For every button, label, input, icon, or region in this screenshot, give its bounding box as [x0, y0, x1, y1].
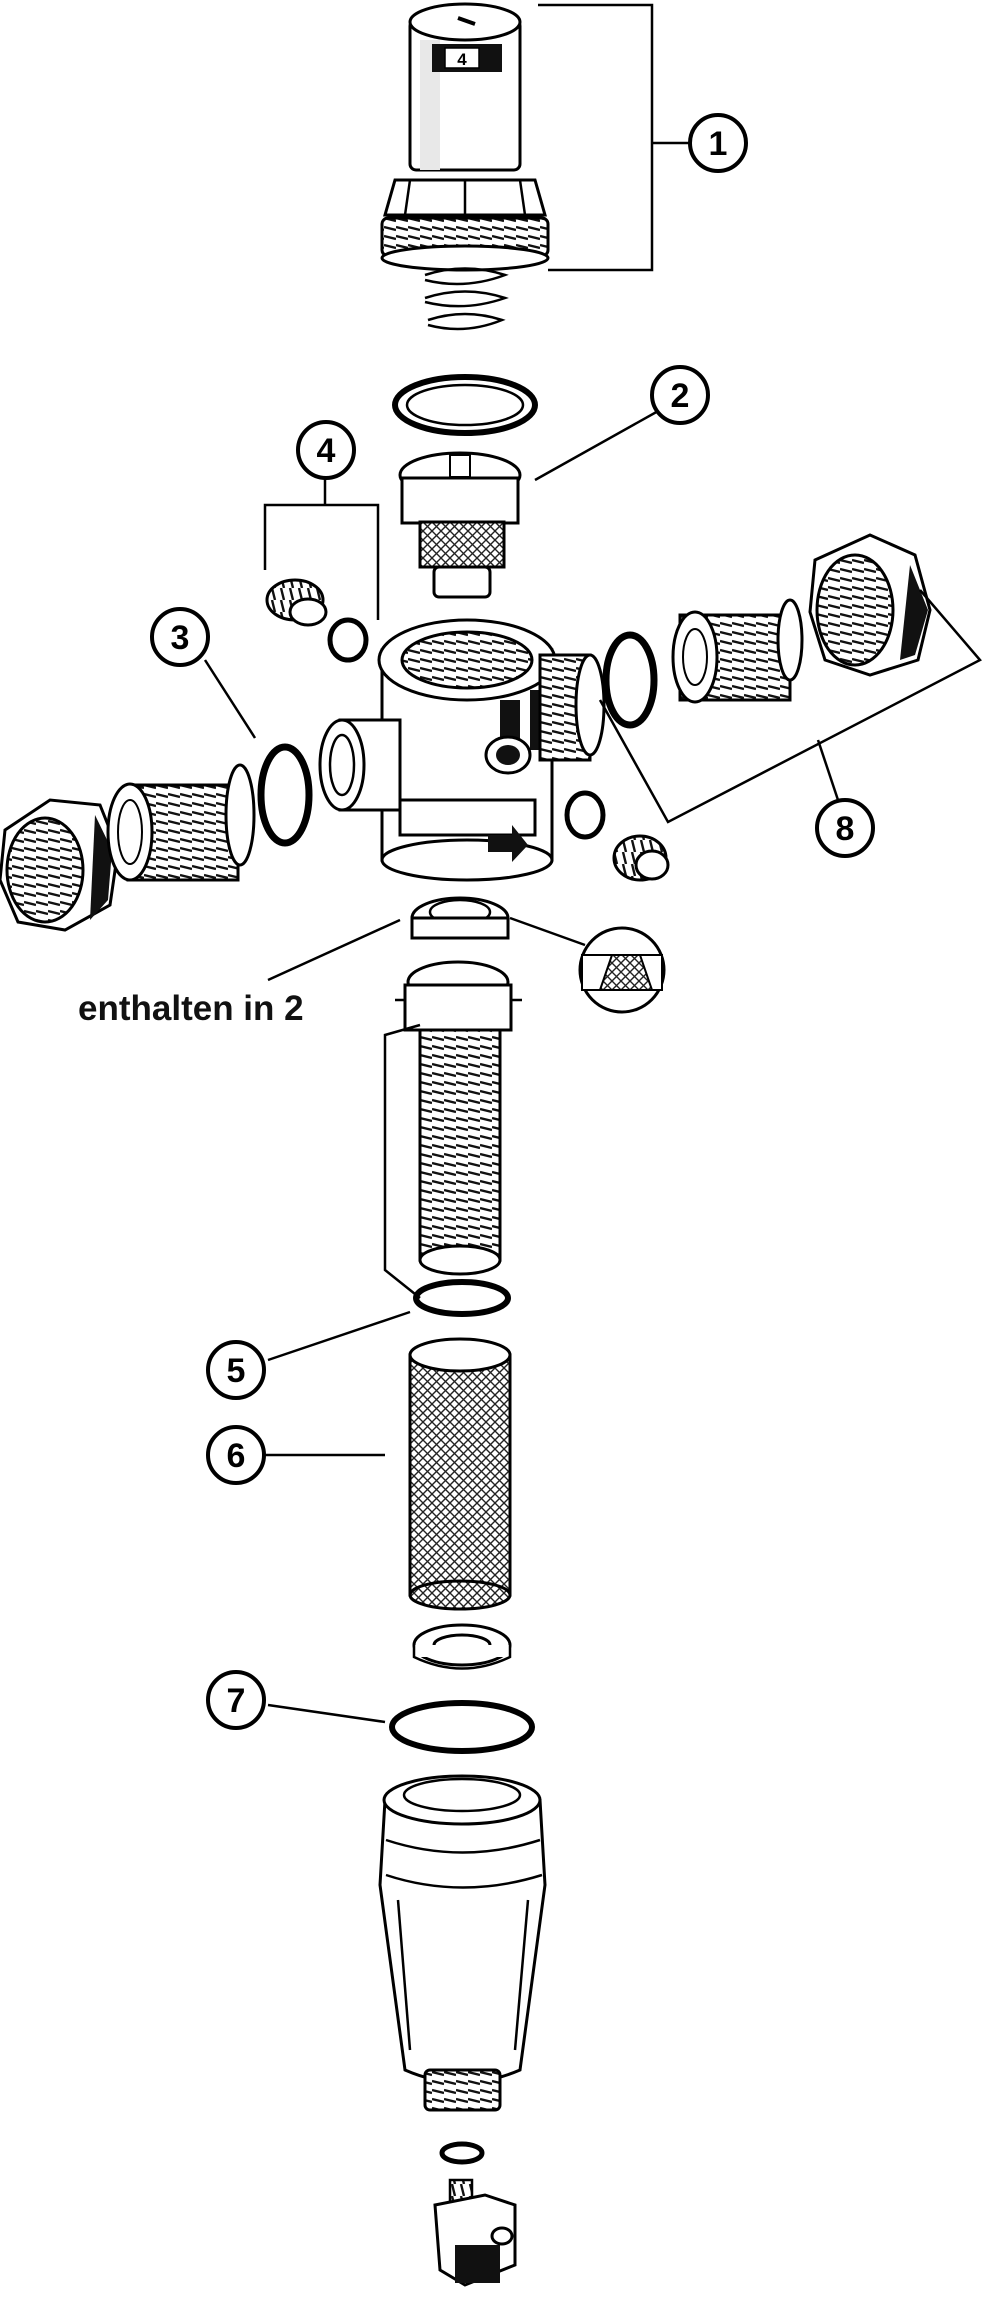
callout-6-label: 6 [227, 1437, 246, 1475]
callout-2-leader [534, 408, 661, 482]
callout-1-label: 1 [709, 125, 728, 163]
callout-3-leader [203, 659, 257, 739]
screen-washer [412, 1623, 512, 1670]
callout-1-bracket [538, 3, 654, 272]
bowl-o-ring [389, 1700, 535, 1754]
callout-5: 5 [206, 1340, 266, 1400]
detail-leader [509, 916, 586, 947]
callout-5-label: 5 [227, 1352, 246, 1390]
body-right-stub [538, 653, 606, 762]
left-o-ring [257, 743, 313, 847]
filter-seal-ring [410, 896, 510, 940]
callout-8: 8 [815, 798, 875, 858]
callout-5-leader [267, 1310, 411, 1362]
callout-7-label: 7 [227, 1682, 246, 1720]
dial-value-label: 4 [457, 50, 467, 69]
filter-body [377, 618, 557, 882]
callout-2-label: 2 [671, 377, 690, 415]
upper-o-ring [392, 374, 538, 436]
left-tailpiece [106, 763, 256, 882]
callout-7: 7 [206, 1670, 266, 1730]
callout-7-leader [267, 1703, 386, 1724]
body-left-stub [318, 718, 402, 812]
callout-3: 3 [150, 607, 210, 667]
callout-5-bracket [383, 1023, 421, 1299]
callout-6: 6 [206, 1425, 266, 1485]
callout-4: 4 [296, 420, 356, 480]
callout-3-label: 3 [171, 619, 190, 657]
pressure-gauge-plug [265, 578, 369, 663]
element-o-ring [413, 1279, 511, 1317]
callout-8-leader [816, 739, 840, 801]
caption-enthalten: enthalten in 2 [78, 989, 304, 1028]
callout-4-bracket [263, 503, 380, 620]
drain-valve [433, 2178, 517, 2287]
caption-leader [267, 918, 401, 982]
seal-detail-magnifier [578, 926, 666, 1014]
left-union-nut [0, 798, 120, 932]
small-right-o-ring [564, 790, 606, 840]
regulator-cartridge: 4 [380, 2, 550, 331]
callout-1: 1 [688, 113, 748, 173]
callout-8-label: 8 [836, 810, 855, 848]
right-union-nut [808, 533, 932, 677]
mesh-screen [408, 1337, 512, 1611]
right-plug [612, 834, 670, 882]
right-o-ring [602, 631, 658, 729]
callout-2: 2 [650, 365, 710, 425]
right-tailpiece [671, 598, 804, 704]
callout-4-label: 4 [317, 432, 336, 470]
valve-insert [398, 451, 522, 599]
filter-element [395, 960, 522, 1276]
callout-8-bracket [598, 589, 982, 824]
drain-o-ring [439, 2141, 485, 2165]
filter-bowl [378, 1774, 547, 2112]
